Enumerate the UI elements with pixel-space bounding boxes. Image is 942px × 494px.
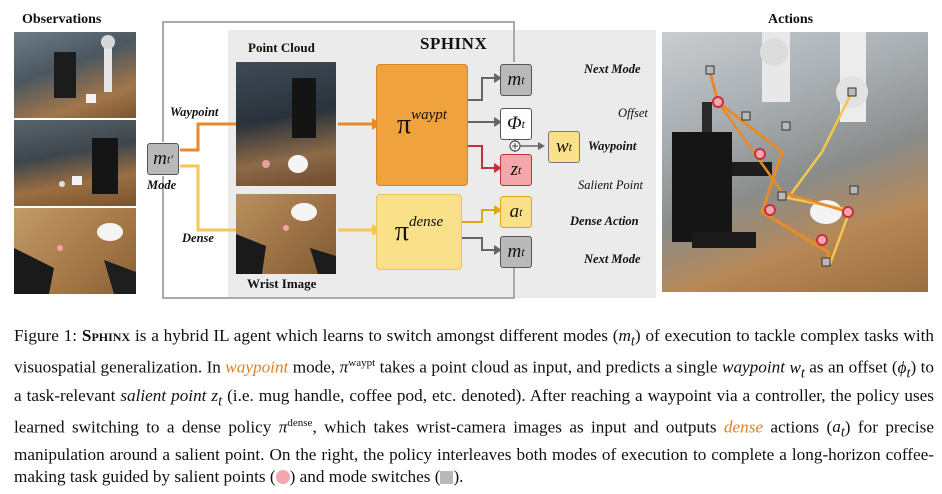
sphinx-title: SPHINX <box>420 34 488 53</box>
mode-loop-lines <box>162 21 545 299</box>
caption-text: actions ( <box>763 417 833 437</box>
caption-waypoint-italic: waypoint <box>721 357 786 377</box>
caption-figure-number: Figure 1: <box>14 326 82 345</box>
caption-sphinx-name: Sphinx <box>81 326 131 345</box>
actions-title: Actions <box>768 12 814 27</box>
caption-waypoint-word: waypoint <box>225 357 289 377</box>
caption-text: as an offset ( <box>804 357 898 377</box>
point-cloud-label: Point Cloud <box>248 40 315 55</box>
dense-policy-sup: dense <box>408 213 444 230</box>
caption-text: (i.e. mug handle, coffee pod, etc. denot… <box>14 385 934 437</box>
caption-text: ) for precise manipulation around a sali… <box>14 417 934 486</box>
wrist-image-label: Wrist Image <box>247 276 317 291</box>
figure-caption: Figure 1: Sphinx is a hybrid IL agent wh… <box>14 326 935 486</box>
caption-salient-italic: salient point <box>120 385 207 405</box>
caption-text: ) and mode switches ( <box>289 466 441 486</box>
salient-point-legend-dot <box>275 469 290 484</box>
mode-label: Mode <box>147 178 177 192</box>
caption-text: takes a point cloud as input, and predic… <box>375 357 722 377</box>
label-offset: Offset <box>618 106 648 120</box>
caption-dense-word: dense <box>723 417 764 437</box>
mode-switch-legend-square <box>440 470 454 484</box>
observation-image-2 <box>14 120 136 206</box>
point-cloud-image <box>236 62 336 186</box>
label-next-mode-bottom: Next Mode <box>584 252 641 266</box>
observation-image-3 <box>14 208 136 294</box>
caption-text: mode, <box>288 357 340 377</box>
label-dense-action: Dense Action <box>570 214 639 228</box>
dense-branch-label: Dense <box>182 231 214 245</box>
label-waypoint: Waypoint <box>588 139 637 153</box>
figure: Observations SPHINX <box>14 12 928 299</box>
observation-image-1 <box>14 32 136 118</box>
caption-text: ). <box>453 466 464 486</box>
observations-title: Observations <box>22 12 102 27</box>
waypoint-branch-label: Waypoint <box>170 105 219 119</box>
actions-image <box>662 32 928 292</box>
caption-text: ) to a task-relevant <box>14 357 935 405</box>
caption-text: is a hybrid IL agent which learns to swi… <box>130 326 619 345</box>
wrist-image <box>236 194 336 274</box>
caption-text: ) of execution to tackle complex tasks w… <box>14 326 934 377</box>
label-next-mode-top: Next Mode <box>584 62 641 76</box>
label-salient-point: Salient Point <box>578 178 643 192</box>
caption-text: , which takes wrist-camera images as inp… <box>312 417 724 437</box>
waypoint-policy-sup: waypt <box>411 106 447 123</box>
